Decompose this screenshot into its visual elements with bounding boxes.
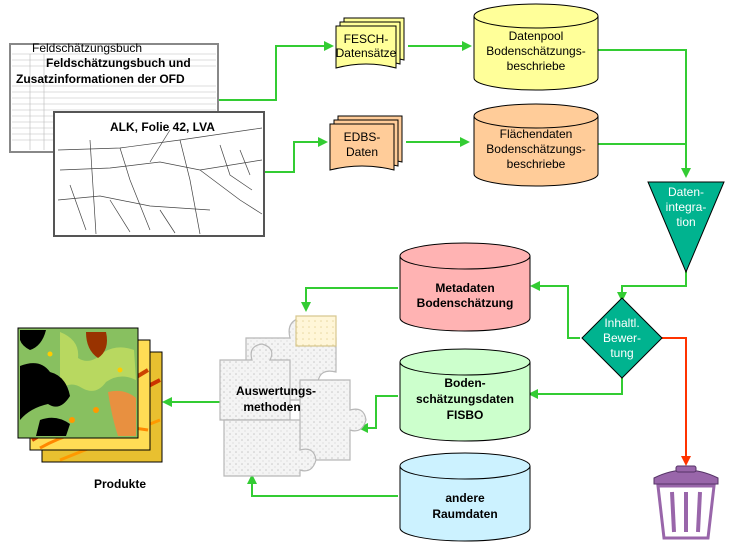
- arrow-bewertung-to-trash: [662, 337, 691, 466]
- arrow-integration-to-bewertung: [617, 270, 687, 302]
- flaechendaten-label-line3: beschriebe: [507, 157, 566, 171]
- arrow-fisbo-to-methoden: [358, 395, 398, 433]
- arrow-datenpool-to-integration: [598, 49, 691, 178]
- bewertung-label-line2: Bewer-: [603, 331, 641, 345]
- datenpool-label-line3: beschriebe: [507, 59, 566, 73]
- feldschaetzungsbuch-title-line2: Zusatzinformationen der OFD: [16, 72, 185, 86]
- fisbo-cylinder: Boden- schätzungsdaten FISBO: [399, 348, 531, 442]
- datenpool-label-line2: Bodenschätzungs-: [486, 44, 585, 58]
- produkte-map-stack: Produkte: [17, 327, 163, 491]
- fesch-label-line2: Datensätze: [336, 46, 397, 60]
- flaechendaten-label-line1: Flächendaten: [500, 127, 573, 141]
- datenpool-cylinder: Datenpool Bodenschätzungs- beschriebe: [473, 3, 599, 91]
- datenintegration-label-line2: integra-: [666, 200, 707, 214]
- fesch-label-line1: FESCH-: [344, 32, 389, 46]
- feldschaetzungsbuch-title-line1: Feldschätzungsbuch und: [46, 56, 191, 70]
- alk-map-document: ALK, Folie 42, LVA: [53, 111, 265, 237]
- edbs-label-line1: EDBS-: [344, 130, 381, 144]
- alk-map-title: ALK, Folie 42, LVA: [110, 120, 215, 134]
- fisbo-label-line1: Boden-: [444, 376, 485, 390]
- puzzle-piece-accent: [295, 315, 337, 347]
- inhaltliche-bewertung-diamond: Inhaltl. Bewer- tung: [581, 297, 663, 379]
- puzzle-piece-right: [299, 379, 367, 461]
- datenintegration-label-line3: tion: [676, 215, 695, 229]
- metadaten-cylinder: Metadaten Bodenschätzung: [399, 242, 531, 332]
- arrow-alk-to-edbs: [265, 137, 328, 173]
- metadaten-label-line1: Metadaten: [435, 281, 494, 295]
- bewertung-label-line1: Inhaltl.: [604, 316, 639, 330]
- metadaten-label-line2: Bodenschätzung: [417, 296, 514, 310]
- raumdaten-label-line2: Raumdaten: [432, 507, 497, 521]
- flaechendaten-cylinder: Flächendaten Bodenschätzungs- beschriebe: [473, 103, 599, 187]
- trash-can-icon: [653, 465, 719, 540]
- datenintegration-triangle: Daten- integra- tion: [647, 181, 725, 274]
- datenpool-label-line1: Datenpool: [509, 29, 564, 43]
- arrow-bewertung-to-fisbo: [528, 378, 623, 399]
- connectors: [162, 41, 691, 497]
- fisbo-label-line3: FISBO: [447, 408, 484, 422]
- bewertung-label-line3: tung: [610, 346, 633, 360]
- flaechendaten-label-line2: Bodenschätzungs-: [486, 142, 585, 156]
- feldschaetzungsbuch-header: Feldschätzungsbuch: [32, 41, 142, 55]
- auswertungsmethoden-puzzle: Auswertungs- methoden: [219, 315, 367, 477]
- methoden-label-line2: methoden: [243, 400, 300, 414]
- arrow-raumdaten-to-methoden: [247, 474, 398, 497]
- arrow-metadaten-to-methoden: [301, 287, 398, 312]
- fisbo-label-line2: schätzungsdaten: [416, 392, 514, 406]
- edbs-daten-node: EDBS- Daten: [329, 115, 403, 171]
- puzzle-piece-bottom: [223, 419, 317, 477]
- produkt-map-front-features: [20, 330, 136, 436]
- arrow-bewertung-to-metadaten: [530, 281, 580, 339]
- arrow-doc-to-fesch: [218, 41, 334, 101]
- edbs-label-line2: Daten: [346, 145, 378, 159]
- produkte-label: Produkte: [94, 477, 146, 491]
- fesch-datensaetze-node: FESCH- Datensätze: [335, 17, 405, 69]
- methoden-label-line1: Auswertungs-: [236, 384, 316, 398]
- puzzle-piece-left: [219, 343, 291, 421]
- raumdaten-label-line1: andere: [445, 491, 485, 505]
- datenintegration-label-line1: Daten-: [668, 185, 704, 199]
- raumdaten-cylinder: andere Raumdaten: [399, 452, 531, 542]
